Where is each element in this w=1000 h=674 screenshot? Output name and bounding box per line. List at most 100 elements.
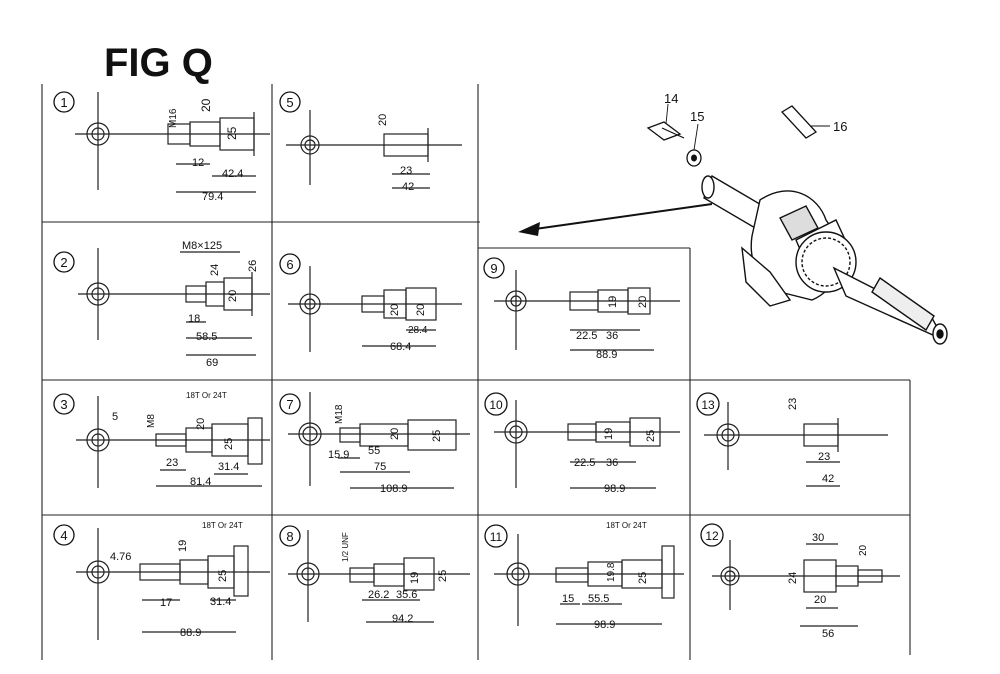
dim-label: 36	[606, 330, 618, 342]
shaft-drawing-1	[75, 92, 270, 193]
callout-8: 8	[279, 525, 301, 547]
dim-label: 26.2	[368, 589, 389, 601]
callout-9: 9	[483, 257, 505, 279]
dim-label: 88.9	[180, 627, 201, 639]
shaft-drawing-2	[78, 248, 270, 356]
dim-label: 26	[247, 260, 259, 272]
dim-label: 25	[637, 572, 649, 584]
dim-label: 17	[160, 597, 172, 609]
callout-5: 5	[279, 91, 301, 113]
callout-number: 13	[701, 398, 715, 412]
dim-label: 69	[206, 357, 218, 369]
callout-number: 6	[286, 257, 293, 272]
shaft-drawing-5	[286, 110, 462, 189]
panel-13: 13 23 23 42	[696, 392, 888, 487]
dim-label: 23	[166, 457, 178, 469]
dim-label: 19.8	[606, 562, 617, 582]
dim-label: 98.9	[604, 483, 625, 495]
callout-11: 11	[484, 524, 508, 548]
panel-7: 7 M18 20 25 15.9 55 75 108.9	[279, 392, 470, 495]
dim-label: 31.4	[218, 461, 239, 473]
dim-label: 98.9	[594, 619, 615, 631]
dim-label: 25	[223, 438, 235, 450]
dim-label: 23	[818, 451, 830, 463]
pointer-arrow	[518, 203, 713, 236]
callout-number: 8	[286, 529, 293, 544]
dim-label: 23	[400, 165, 412, 177]
callout-number: 3	[60, 397, 67, 412]
dim-label: 18T Or 24T	[606, 521, 647, 530]
callout-number: 4	[60, 528, 67, 543]
dim-label: M16	[168, 108, 179, 128]
dim-label: 94.2	[392, 613, 413, 625]
callout-number: 11	[490, 530, 503, 544]
dim-label: 55	[368, 445, 380, 457]
panel-1: 1 M16 20 25 12 42.4 79.4	[53, 91, 270, 203]
callout-number: 7	[286, 397, 293, 412]
panel-8: 8 1/2 UNF 19 25 26.2 35.6 94.2	[279, 525, 470, 625]
callout-number: 2	[60, 255, 67, 270]
panel-4: 4 4.76 18T Or 24T 19 25 17 31.4 88.9	[53, 521, 270, 640]
dim-label: 20	[814, 594, 826, 606]
dim-label: 79.4	[202, 191, 223, 203]
panel-6: 6 20 20 28.4 68.4	[279, 253, 462, 353]
dim-label: 20	[858, 544, 869, 556]
dim-label: 18	[188, 313, 200, 325]
dim-label: 25	[217, 570, 229, 582]
shaft-drawing-4	[76, 528, 270, 640]
panel-2: 2 M8×125 24 26 20 18 58.5 69	[53, 240, 270, 369]
dim-label: 42	[402, 181, 414, 193]
dim-label: 25	[645, 430, 657, 442]
dim-label: 35.6	[396, 589, 417, 601]
dim-label: 108.9	[380, 483, 408, 495]
dim-label: 28.4	[408, 325, 428, 336]
part-15-washer: 15	[686, 109, 704, 167]
dim-label: 25	[225, 126, 239, 140]
dim-label: 20	[389, 428, 401, 440]
callout-1: 1	[53, 91, 75, 113]
dim-label: 15.9	[328, 449, 349, 461]
dim-label: 1/2 UNF	[341, 532, 350, 562]
dim-label: 18T Or 24T	[202, 521, 243, 530]
dim-label: 24	[787, 572, 799, 584]
crankshaft-assembly: 14 15 16	[518, 91, 948, 345]
callout-3: 3	[53, 393, 75, 415]
dim-label: 5	[112, 411, 118, 423]
dim-label: M8×125	[182, 240, 222, 252]
dim-label: 19	[177, 540, 189, 552]
shaft-drawing-8	[288, 530, 470, 623]
dim-label: 22.5	[576, 330, 597, 342]
part-number: 15	[690, 109, 704, 124]
part-14-bolt: 14	[646, 91, 685, 141]
callout-number: 5	[286, 95, 293, 110]
shaft-drawing-9	[494, 270, 680, 351]
dim-label: 20	[637, 296, 649, 308]
callout-10: 10	[484, 392, 508, 416]
callout-13: 13	[696, 392, 720, 416]
figure-title: FIG Q	[104, 41, 213, 85]
callout-number: 1	[60, 95, 67, 110]
dim-label: 42	[822, 473, 834, 485]
dim-label: 25	[431, 430, 443, 442]
dim-label: 23	[787, 398, 799, 410]
shaft-drawing-11	[494, 534, 684, 626]
dim-label: 20	[199, 98, 213, 112]
part-16-key: 16	[780, 105, 847, 139]
part-number: 14	[664, 91, 678, 106]
dim-label: 88.9	[596, 349, 617, 361]
panel-12: 12 30 20 24 20 56	[700, 523, 900, 640]
panel-grid	[41, 84, 911, 660]
dim-label: 20	[389, 304, 401, 316]
dim-label: 30	[812, 532, 824, 544]
callout-2: 2	[53, 251, 75, 273]
shaft-drawing-10	[494, 400, 680, 489]
dim-label: 20	[227, 290, 239, 302]
callout-4: 4	[53, 524, 75, 546]
panel-10: 10 19 25 22.5 36 98.9	[484, 392, 680, 495]
dim-label: 4.76	[110, 551, 131, 563]
shaft-drawing-12	[712, 540, 900, 627]
shaft-drawing-6	[288, 266, 462, 352]
dim-label: M18	[334, 404, 345, 424]
